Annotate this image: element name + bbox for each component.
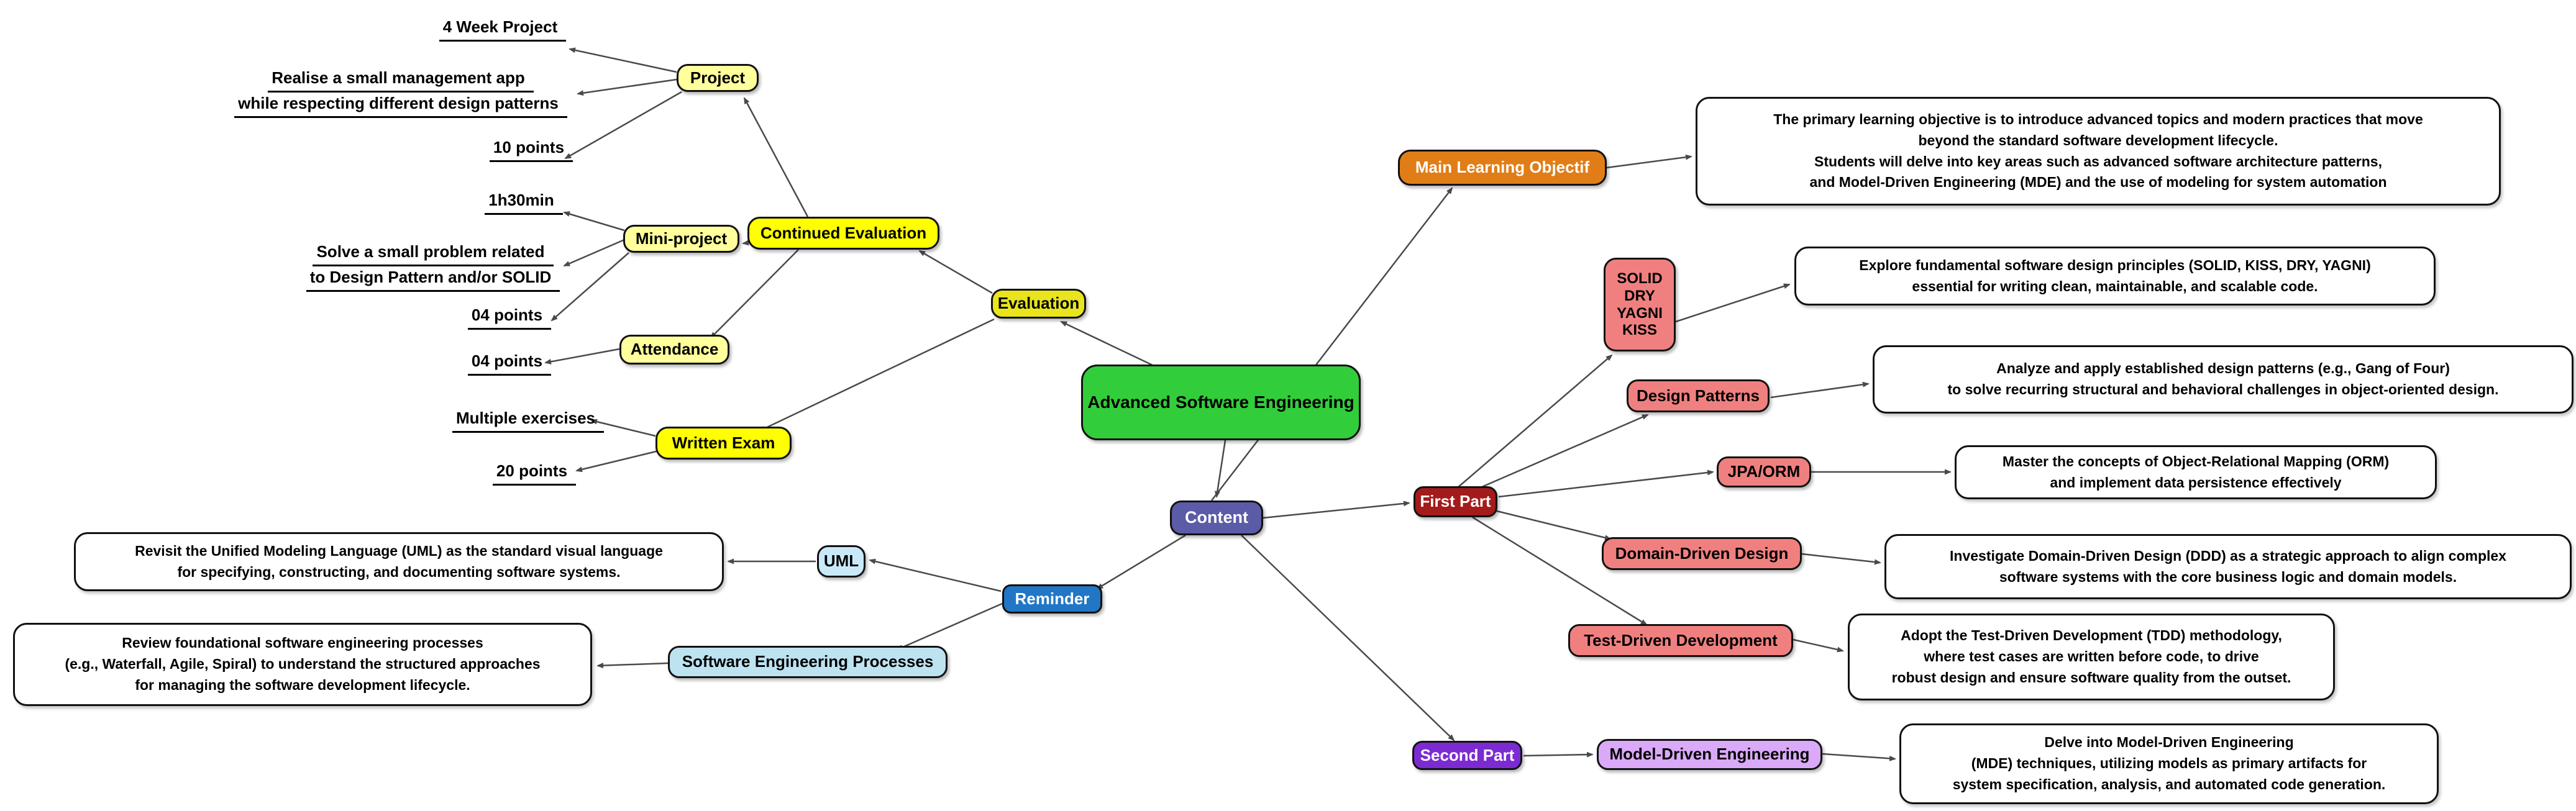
edge-written-to-multiple xyxy=(590,419,656,437)
node-jpa-orm[interactable]: JPA/ORM xyxy=(1717,456,1811,487)
node-evaluation[interactable]: Evaluation xyxy=(991,289,1086,319)
leaf-04-points-attendance[interactable]: 04 points xyxy=(432,350,587,376)
textbox-design-patterns-desc[interactable]: Analyze and apply established design pat… xyxy=(1873,345,2574,414)
edge-project-to-realise xyxy=(577,78,677,96)
edge-first-to-design-patterns xyxy=(1466,414,1649,495)
node-design-patterns[interactable]: Design Patterns xyxy=(1627,379,1770,412)
edge-sep-to-desc xyxy=(596,662,669,669)
edge-evaluation-to-written-exam xyxy=(758,318,995,432)
edge-first-to-ddd xyxy=(1494,509,1612,541)
leaf-20-points-line: 20 points xyxy=(492,460,577,486)
node-test-driven-development[interactable]: Test-Driven Development xyxy=(1568,624,1793,657)
edge-written-to-20-points xyxy=(575,450,659,473)
edge-mde-to-desc xyxy=(1822,753,1896,761)
edge-content-to-mlo xyxy=(1211,187,1453,501)
leaf-10-points-line: 10 points xyxy=(489,137,573,163)
textbox-jpa-orm-desc[interactable]: Master the concepts of Object-Relational… xyxy=(1955,445,2437,499)
edge-group xyxy=(544,47,1952,761)
edge-content-to-first-part xyxy=(1263,501,1410,519)
edge-ddd-to-desc xyxy=(1801,553,1881,565)
leaf-4-week-project-line: 4 Week Project xyxy=(439,16,567,42)
textbox-main-learning-objectif-desc[interactable]: The primary learning objective is to int… xyxy=(1696,97,2501,206)
edge-continued-to-attendance xyxy=(710,249,799,339)
node-main-learning-objectif[interactable]: Main Learning Objectif xyxy=(1398,150,1607,186)
edge-first-to-tdd xyxy=(1472,516,1648,626)
edge-first-to-solid xyxy=(1456,354,1613,489)
node-mini-project[interactable]: Mini-project xyxy=(623,225,739,253)
leaf-4-week-project[interactable]: 4 Week Project xyxy=(425,16,580,42)
textbox-tdd-desc[interactable]: Adopt the Test-Driven Development (TDD) … xyxy=(1848,614,2335,700)
edge-dp-to-desc xyxy=(1770,381,1870,399)
node-first-part[interactable]: First Part xyxy=(1414,486,1497,517)
leaf-multiple-exercises-line: Multiple exercises xyxy=(452,407,604,433)
node-project[interactable]: Project xyxy=(677,64,759,92)
leaf-realise-management-app-line: Realise a small management app xyxy=(268,67,534,93)
leaf-realise-management-app-line: while respecting different design patter… xyxy=(234,93,567,119)
node-written-exam[interactable]: Written Exam xyxy=(655,427,792,460)
node-software-engineering-processes[interactable]: Software Engineering Processes xyxy=(668,646,948,678)
textbox-solid-desc[interactable]: Explore fundamental software design prin… xyxy=(1794,247,2436,306)
edge-attendance-to-04-points xyxy=(544,348,620,365)
node-solid-dry-yagni-kiss[interactable]: SOLID DRY YAGNI KISS xyxy=(1604,258,1676,351)
node-domain-driven-design[interactable]: Domain-Driven Design xyxy=(1602,537,1802,570)
node-reminder[interactable]: Reminder xyxy=(1002,584,1102,614)
edge-mini-to-04-points xyxy=(550,252,629,322)
leaf-1h30min[interactable]: 1h30min xyxy=(446,189,601,215)
edge-mini-to-1h30 xyxy=(563,211,625,232)
node-advanced-software-engineering[interactable]: Advanced Software Engineering xyxy=(1081,365,1361,440)
edge-mini-to-solve xyxy=(563,238,625,267)
node-model-driven-engineering[interactable]: Model-Driven Engineering xyxy=(1597,739,1822,770)
leaf-04-points-mini-project-line: 04 points xyxy=(467,304,552,330)
edge-continued-to-project xyxy=(743,97,809,217)
edge-central-to-content xyxy=(1214,440,1226,498)
leaf-1h30min-line: 1h30min xyxy=(485,189,563,215)
textbox-ddd-desc[interactable]: Investigate Domain-Driven Design (DDD) a… xyxy=(1884,534,2572,599)
node-content[interactable]: Content xyxy=(1170,501,1263,535)
node-second-part[interactable]: Second Part xyxy=(1412,741,1522,770)
edge-project-to-10-points xyxy=(564,91,682,160)
edge-central-to-evaluation xyxy=(1060,320,1153,366)
edge-tdd-to-desc xyxy=(1793,638,1844,653)
node-uml[interactable]: UML xyxy=(817,545,866,578)
leaf-10-points[interactable]: 10 points xyxy=(454,137,609,163)
leaf-20-points[interactable]: 20 points xyxy=(457,460,612,486)
node-continued-evaluation[interactable]: Continued Evaluation xyxy=(747,217,939,250)
textbox-sep-desc[interactable]: Review foundational software engineering… xyxy=(13,623,592,706)
edge-project-to-4-week xyxy=(569,47,677,73)
edge-reminder-to-uml xyxy=(869,558,1002,592)
edge-content-to-reminder xyxy=(1096,534,1186,590)
edge-first-to-jpa xyxy=(1498,469,1714,498)
leaf-multiple-exercises[interactable]: Multiple exercises xyxy=(441,407,615,433)
edge-mlo-to-desc xyxy=(1606,154,1692,169)
leaf-04-points-mini-project[interactable]: 04 points xyxy=(432,304,587,330)
edge-solid-to-desc xyxy=(1675,283,1791,323)
edge-evaluation-to-continued xyxy=(918,250,993,294)
textbox-uml-desc[interactable]: Revisit the Unified Modeling Language (U… xyxy=(74,532,724,591)
leaf-04-points-attendance-line: 04 points xyxy=(467,350,552,376)
node-attendance[interactable]: Attendance xyxy=(619,335,729,365)
edge-second-to-mde xyxy=(1523,751,1594,758)
edge-content-to-second-part xyxy=(1241,535,1455,741)
edge-reminder-to-sep xyxy=(896,602,1003,651)
leaf-solve-small-problem-line: to Design Pattern and/or SOLID xyxy=(306,266,560,292)
textbox-mde-desc[interactable]: Delve into Model-Driven Engineering (MDE… xyxy=(1899,723,2439,804)
leaf-solve-small-problem-line: Solve a small problem related xyxy=(313,241,554,267)
